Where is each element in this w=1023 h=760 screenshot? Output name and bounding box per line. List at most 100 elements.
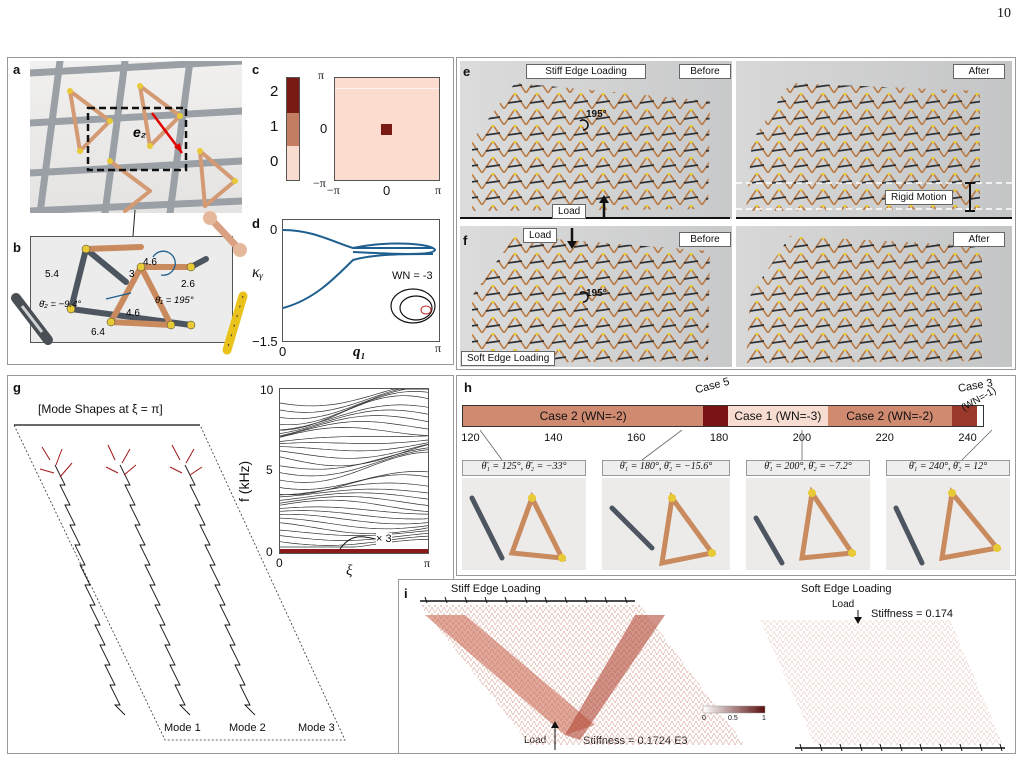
case-bar-tick-label: 140 <box>544 432 563 444</box>
panel-label-a: a <box>13 62 21 77</box>
lattice-photos-overlay <box>460 83 1012 363</box>
case-segment <box>703 406 729 426</box>
case-segment: Case 1 (WN=-3) <box>728 406 828 426</box>
band-line <box>279 421 429 438</box>
band-line <box>279 443 429 459</box>
band-line <box>279 395 429 431</box>
rigid-motion-label: Rigid Motion <box>885 190 953 205</box>
c-xtick-negpi: −π <box>327 183 340 197</box>
example-title-1: θ̄₁ = 125°, θ̄₂ = −33° <box>462 460 586 476</box>
kappa-curves <box>282 229 437 324</box>
mode-3-label: Mode 3 <box>298 722 335 734</box>
band-line <box>279 510 429 520</box>
band-line <box>279 517 429 530</box>
band-line <box>279 388 428 420</box>
band-line <box>279 522 429 535</box>
len-64: 6.4 <box>91 327 105 338</box>
band-line <box>279 513 429 525</box>
band-line <box>279 488 429 498</box>
cb-tick-2: 2 <box>270 83 279 100</box>
case-segment: Case 2 (WN=-2) <box>463 406 704 426</box>
i-stiff-title: Stiff Edge Loading <box>451 583 541 595</box>
panel-label-f: f <box>463 233 468 248</box>
panel-label-b: b <box>13 240 21 255</box>
e2-vector-label: e₂ <box>133 124 146 140</box>
len-46b: 4.6 <box>126 308 140 319</box>
panel-label-e: e <box>463 64 471 79</box>
band-line <box>279 449 429 477</box>
c-xtick-pi: π <box>435 183 442 197</box>
cb-i-tick-05: 0.5 <box>728 715 738 722</box>
stiffness-maps <box>420 596 1005 752</box>
g-xlabel: ξ <box>346 563 353 579</box>
band-line <box>279 506 428 515</box>
g-ytick-10: 10 <box>260 383 274 397</box>
case-bar-tick-label: 120 <box>461 432 480 444</box>
len-3: 3 <box>129 269 135 280</box>
band-structure-plot <box>279 388 429 554</box>
len-top: 4.6 <box>143 257 157 268</box>
mode-1-label: Mode 1 <box>164 722 201 734</box>
band-line <box>279 499 429 512</box>
d-ytick-0: 0 <box>270 222 278 237</box>
band-line <box>279 391 429 426</box>
band-line <box>279 439 429 444</box>
panel-label-h: h <box>464 380 472 395</box>
band-line <box>279 427 429 438</box>
case-bar-tick-label: 160 <box>627 432 646 444</box>
d-xtick-pi: π <box>435 341 442 355</box>
page-number: 10 <box>997 6 1011 21</box>
band-line <box>279 409 429 434</box>
e-load-label: Load <box>552 204 587 219</box>
example-photos <box>462 478 1010 570</box>
colorbar-c <box>286 77 300 181</box>
callout-line <box>132 210 136 237</box>
d-xtick-0: 0 <box>279 344 287 359</box>
cb-tick-0: 0 <box>270 153 279 170</box>
g-ytick-5: 5 <box>266 463 273 477</box>
g-ylabel: f (kHz) <box>236 460 252 502</box>
case-segment: Case 2 (WN=-2) <box>827 406 952 426</box>
band-line <box>279 482 429 496</box>
panel-label-g: g <box>13 380 21 395</box>
lattice-photo-a: e₂ <box>30 61 242 213</box>
theta2-label: θ̄₂ = −9.4° <box>39 299 81 310</box>
band-line <box>279 451 429 483</box>
f-before-label: Before <box>679 232 731 247</box>
band-line <box>279 447 429 470</box>
example-title-3: θ̄₁ = 200°, θ̄₂ = −7.2° <box>746 460 870 476</box>
lattice-drawing-a: e₂ <box>30 61 242 213</box>
unit-cell-box: 4.6 5.4 3 2.6 4.6 6.4 θ̄₂ = −9.4° θ̄₁ = … <box>30 236 233 343</box>
zero-mode-arrow <box>339 536 376 550</box>
case-bar: Case 2 (WN=-2)Case 1 (WN=-3)Case 2 (WN=-… <box>462 405 984 427</box>
f-load-label: Load <box>523 228 558 243</box>
case-bar-tick-label: 220 <box>875 432 894 444</box>
cb-i-tick-0: 0 <box>702 715 706 722</box>
c-ytick-0: 0 <box>320 121 328 136</box>
case-bar-tick-label: 240 <box>958 432 977 444</box>
e-angle-label: 195° <box>586 109 607 120</box>
curve-plot-d <box>282 219 440 342</box>
d-ylabel: κᵧ <box>252 264 264 281</box>
len-26: 2.6 <box>181 279 195 290</box>
g-xtick-0: 0 <box>276 556 283 570</box>
times-3-annotation: × 3 <box>376 533 392 545</box>
band-line <box>280 539 428 548</box>
len-left: 5.4 <box>45 269 59 280</box>
f-after-label: After <box>953 232 1005 247</box>
example-arrows <box>479 430 993 461</box>
phase-map-center-cell <box>381 124 392 135</box>
soft-edge-loading-title: Soft Edge Loading <box>461 351 556 366</box>
example-title-4: θ̄₁ = 240°, θ̄₂ = 12° <box>886 460 1010 476</box>
wn-inset-label: WN = -3 <box>392 270 433 282</box>
case-segment <box>951 406 977 426</box>
band-line <box>279 388 428 413</box>
band-line <box>279 492 429 501</box>
band-line <box>279 415 429 437</box>
i-load-soft: Load <box>832 599 855 610</box>
panel-label-i: i <box>404 586 408 601</box>
c-ytick-negpi: −π <box>313 176 326 190</box>
band-line <box>279 533 429 541</box>
cb-tick-1: 1 <box>270 118 279 135</box>
e-after-label: After <box>953 64 1005 79</box>
